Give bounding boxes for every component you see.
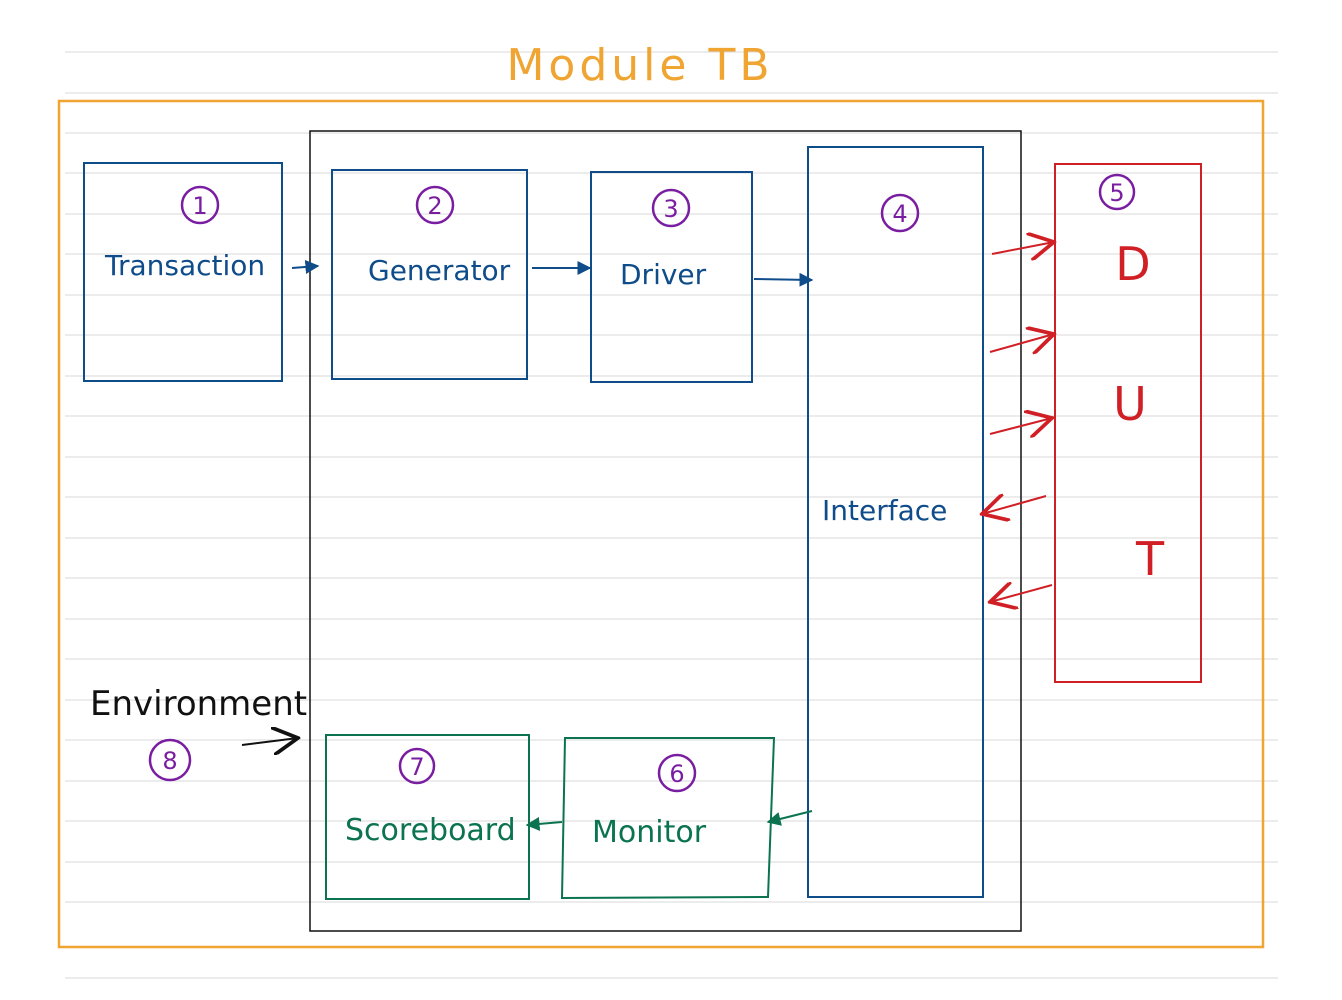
generator-number-circle (415, 185, 455, 225)
driver-box (590, 171, 753, 383)
ruled-lines (65, 51, 1278, 979)
module-box (57, 99, 1265, 949)
arrow-interface-monitor (766, 810, 813, 826)
driver-number-circle (651, 188, 691, 228)
environment-label: Environment (90, 684, 307, 724)
monitor-number-circle (657, 753, 697, 793)
scoreboard-number: 7 (409, 753, 424, 781)
generator-number: 2 (427, 192, 442, 220)
scoreboard-number-circle (398, 747, 436, 785)
environment-number: 8 (162, 747, 177, 775)
arrow-driver-interface (753, 272, 814, 287)
monitor-box (560, 737, 776, 900)
interface-number-circle (880, 193, 920, 233)
interface-number: 4 (892, 200, 907, 228)
scoreboard-label: Scoreboard (345, 813, 516, 848)
arrow-interface-dut-2 (989, 334, 1054, 352)
monitor-number: 6 (669, 760, 684, 788)
interface-label: Interface (822, 494, 947, 527)
generator-label: Generator (368, 254, 511, 287)
transaction-label: Transaction (104, 249, 265, 282)
driver-label: Driver (620, 258, 707, 291)
driver-number: 3 (663, 195, 678, 223)
dut-number: 5 (1109, 179, 1124, 207)
arrow-interface-dut-1 (991, 242, 1054, 254)
dut-number-circle (1098, 173, 1136, 211)
environment-number-circle (148, 738, 192, 782)
generator-box (331, 169, 528, 380)
dut-letter-u: U (1113, 377, 1147, 431)
arrow-transaction-generator (291, 259, 320, 274)
dut-letter-d: D (1115, 237, 1150, 291)
transaction-number: 1 (192, 192, 207, 220)
environment-arrow (241, 738, 298, 745)
environment-box (309, 130, 1022, 932)
arrow-dut-interface-1 (982, 496, 1047, 514)
transaction-box (83, 162, 283, 382)
monitor-label: Monitor (592, 815, 707, 850)
module-title: Module TB (506, 40, 773, 91)
arrow-dut-interface-2 (990, 585, 1053, 602)
transaction-number-circle (180, 185, 220, 225)
arrow-interface-dut-3 (989, 418, 1052, 434)
arrow-monitor-scoreboard (525, 816, 563, 831)
dut-letter-t: T (1135, 532, 1165, 586)
